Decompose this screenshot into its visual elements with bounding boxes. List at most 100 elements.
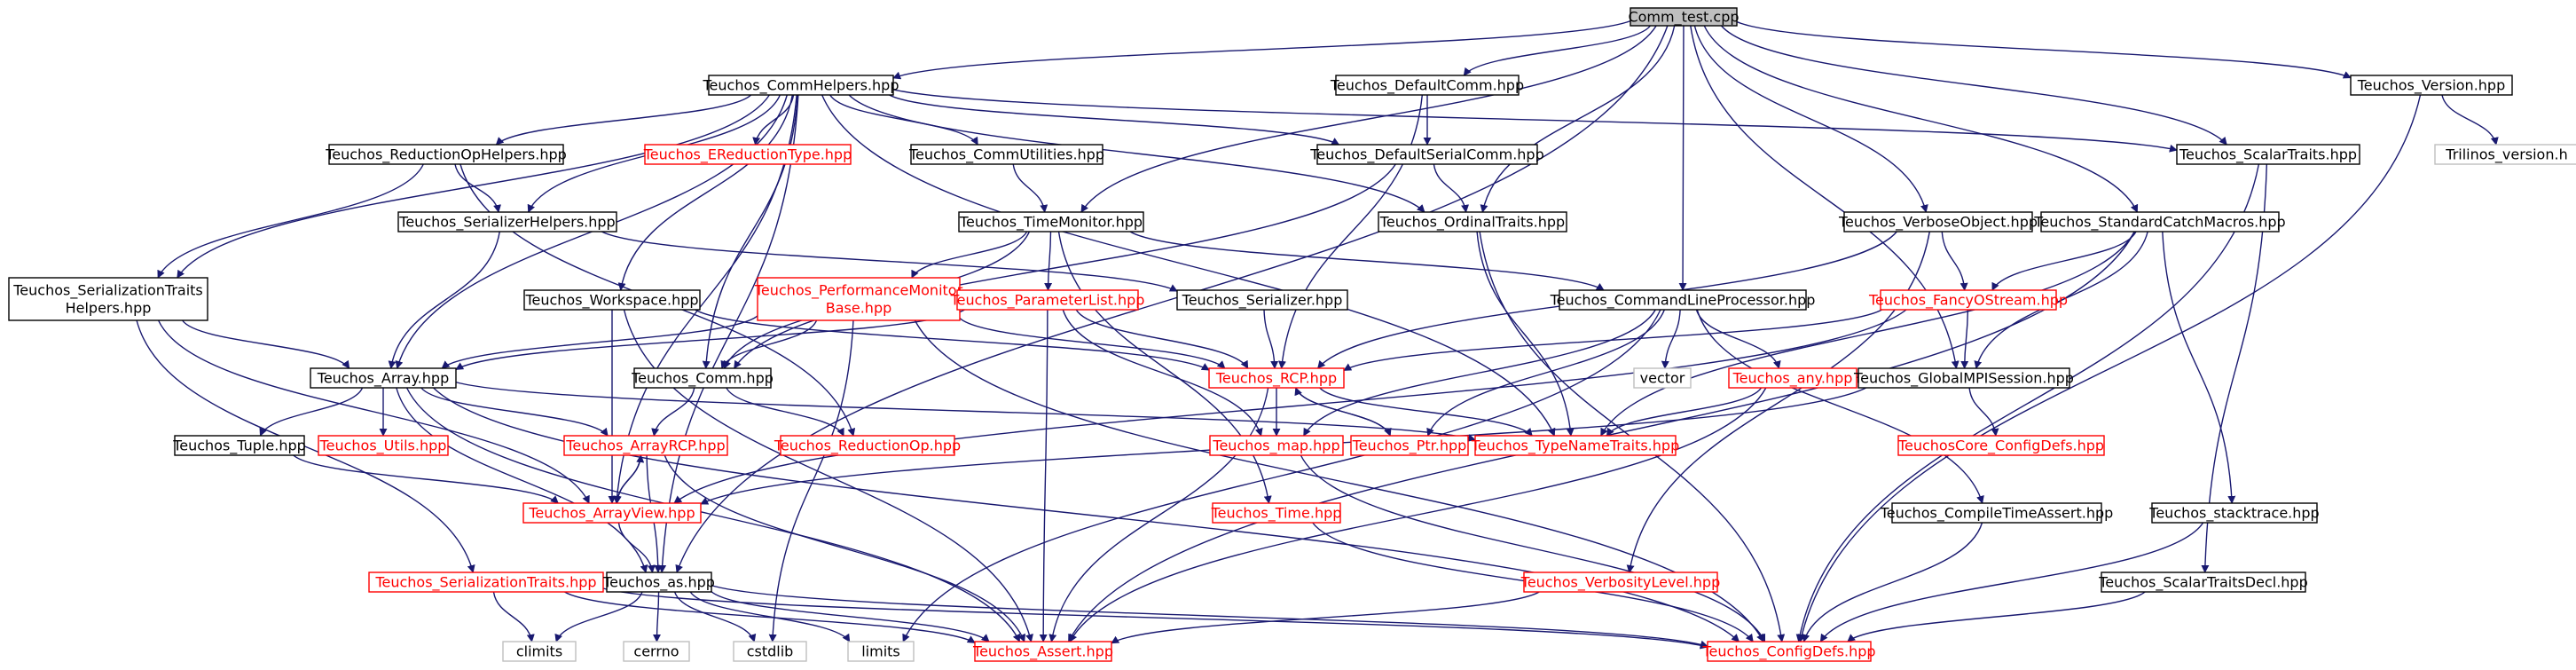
- edge-serializer-to-rcp: [1263, 309, 1279, 369]
- edge-timemonitor-to-time: [1057, 231, 1272, 504]
- node-serializerhelpers[interactable]: Teuchos_SerializerHelpers.hpp: [397, 211, 617, 233]
- node-comm_test[interactable]: Comm_test.cpp: [1628, 7, 1740, 27]
- node-commhelpers[interactable]: Teuchos_CommHelpers.hpp: [702, 75, 899, 96]
- node-standardcatchmacros[interactable]: Teuchos_StandardCatchMacros.hpp: [2033, 211, 2286, 233]
- node-label: Teuchos_ReductionOpHelpers.hpp: [325, 146, 567, 164]
- node-box: [757, 277, 961, 321]
- edge-parameterlist-to-assert: [1039, 309, 1048, 642]
- node-box: [502, 641, 577, 662]
- node-label: Teuchos_Workspace.hpp: [524, 292, 698, 310]
- edge-comm_test-to-timemonitor: [1080, 25, 1657, 213]
- node-serializationtraits[interactable]: Teuchos_SerializationTraits.hpp: [368, 571, 604, 593]
- node-assert[interactable]: Teuchos_Assert.hpp: [972, 641, 1113, 662]
- node-trilinos_version[interactable]: Trilinos_version.h: [2434, 144, 2576, 165]
- node-cerrno[interactable]: cerrno: [623, 641, 690, 662]
- node-label: limits: [861, 643, 900, 660]
- node-timemonitor[interactable]: Teuchos_TimeMonitor.hpp: [958, 211, 1144, 233]
- node-configdefs[interactable]: Teuchos_ConfigDefs.hpp: [1701, 641, 1876, 662]
- edge-tuple-to-arrayview: [293, 454, 559, 504]
- node-label: Teuchos_FancyOStream.hpp: [1868, 292, 2068, 310]
- node-climits[interactable]: climits: [502, 641, 577, 662]
- node-as[interactable]: Teuchos_as.hpp: [602, 571, 715, 593]
- edge-standardcatchmacros-to-fancyostream: [1991, 231, 2137, 291]
- node-typenametraits[interactable]: Teuchos_TypeNameTraits.hpp: [1471, 435, 1679, 456]
- edge-comm_test-to-verboseobject: [1693, 25, 1928, 213]
- node-reductionophelpers[interactable]: Teuchos_ReductionOpHelpers.hpp: [325, 144, 567, 165]
- node-ereductiontype[interactable]: Teuchos_EReductionType.hpp: [643, 144, 852, 165]
- node-box: [368, 571, 604, 593]
- node-defaultcomm[interactable]: Teuchos_DefaultComm.hpp: [1330, 75, 1524, 96]
- edge-compiletimeassert-to-configdefs: [1802, 522, 1983, 642]
- node-globalmpisession[interactable]: Teuchos_GlobalMPISession.hpp: [1853, 367, 2074, 389]
- node-label: Teuchos_Comm.hpp: [631, 370, 774, 388]
- node-tuple[interactable]: Teuchos_Tuple.hpp: [172, 435, 306, 456]
- node-label: Teuchos_as.hpp: [602, 574, 715, 592]
- node-fancyostream[interactable]: Teuchos_FancyOStream.hpp: [1868, 289, 2068, 311]
- edge-comm_test-to-commandlineprocessor: [1678, 25, 1687, 291]
- node-ordinaltraits[interactable]: Teuchos_OrdinalTraits.hpp: [1378, 211, 1567, 233]
- node-label: Teuchos_Array.hpp: [317, 370, 449, 388]
- node-scalartraits[interactable]: Teuchos_ScalarTraits.hpp: [2176, 144, 2360, 165]
- edge-scalartraits-to-scalartraitsdecl: [2201, 163, 2268, 573]
- node-serializer[interactable]: Teuchos_Serializer.hpp: [1176, 289, 1348, 311]
- node-box: [1208, 367, 1345, 389]
- node-box: [733, 641, 807, 662]
- node-label: Teuchos_Version.hpp: [2357, 77, 2505, 95]
- node-box: [958, 211, 1144, 233]
- node-label: Teuchos_EReductionType.hpp: [643, 146, 852, 164]
- node-utils[interactable]: Teuchos_Utils.hpp: [318, 435, 449, 456]
- node-commandlineprocessor[interactable]: Teuchos_CommandLineProcessor.hpp: [1550, 289, 1816, 311]
- node-verboseobject[interactable]: Teuchos_VerboseObject.hpp: [1838, 211, 2038, 233]
- edge-commandlineprocessor-to-limits: [902, 309, 1661, 642]
- node-box: [1523, 571, 1718, 593]
- node-version[interactable]: Teuchos_Version.hpp: [2350, 75, 2513, 96]
- node-cstdlib[interactable]: cstdlib: [733, 641, 807, 662]
- node-stacktrace[interactable]: Teuchos_stacktrace.hpp: [2148, 502, 2320, 524]
- edge-timemonitor-to-parameterlist: [1044, 231, 1053, 291]
- edge-comm_test-to-commhelpers: [892, 20, 1631, 80]
- node-time[interactable]: Teuchos_Time.hpp: [1211, 502, 1342, 524]
- node-box: [606, 571, 712, 593]
- node-any[interactable]: Teuchos_any.hpp: [1728, 367, 1857, 389]
- node-box: [522, 502, 702, 524]
- node-reductionop[interactable]: Teuchos_ReductionOp.hpp: [774, 435, 961, 456]
- node-comm[interactable]: Teuchos_Comm.hpp: [631, 367, 774, 389]
- node-box: [910, 144, 1103, 165]
- node-commutilities[interactable]: Teuchos_CommUtilities.hpp: [908, 144, 1104, 165]
- node-parameterlist[interactable]: Teuchos_ParameterList.hpp: [950, 289, 1145, 311]
- node-array[interactable]: Teuchos_Array.hpp: [310, 367, 457, 389]
- node-label: Teuchos_TimeMonitor.hpp: [959, 214, 1143, 232]
- node-box: [318, 435, 449, 456]
- edge-performancemonitorbase-to-cstdlib: [768, 319, 854, 642]
- node-workspace[interactable]: Teuchos_Workspace.hpp: [523, 289, 701, 311]
- node-map[interactable]: Teuchos_map.hpp: [1209, 435, 1344, 456]
- node-label: Teuchos_RCP.hpp: [1215, 370, 1337, 388]
- node-scalartraitsdecl[interactable]: Teuchos_ScalarTraitsDecl.hpp: [2098, 571, 2308, 593]
- edge-array-to-arrayrcp: [420, 387, 609, 437]
- edge-commutilities-to-timemonitor: [1012, 163, 1048, 213]
- edge-stacktrace-to-configdefs: [1819, 522, 2204, 642]
- node-label: Teuchos_ScalarTraits.hpp: [2179, 146, 2357, 164]
- edge-reductionophelpers-to-serializationtraitshelpers: [157, 163, 424, 279]
- node-arrayrcp[interactable]: Teuchos_ArrayRCP.hpp: [563, 435, 728, 456]
- node-vector[interactable]: vector: [1633, 367, 1692, 389]
- node-limits[interactable]: limits: [847, 641, 915, 662]
- node-rcp[interactable]: Teuchos_RCP.hpp: [1208, 367, 1345, 389]
- edge-commandlineprocessor-to-compiletimeassert: [1696, 309, 1984, 504]
- node-label: climits: [516, 643, 562, 660]
- node-label: TeuchosCore_ConfigDefs.hpp: [1897, 437, 2104, 455]
- node-box: [1474, 435, 1677, 456]
- node-ptr[interactable]: Teuchos_Ptr.hpp: [1350, 435, 1469, 456]
- node-compiletimeassert[interactable]: Teuchos_CompileTimeAssert.hpp: [1880, 502, 2114, 524]
- node-defaultserialcomm[interactable]: Teuchos_DefaultSerialComm.hpp: [1309, 144, 1544, 165]
- node-label: Teuchos_ArrayRCP.hpp: [565, 437, 725, 455]
- node-verbositylevel[interactable]: Teuchos_VerbosityLevel.hpp: [1520, 571, 1720, 593]
- node-box: [1350, 435, 1469, 456]
- node-box: [397, 211, 617, 233]
- node-label: Teuchos_Tuple.hpp: [172, 437, 306, 455]
- node-arrayview[interactable]: Teuchos_ArrayView.hpp: [522, 502, 702, 524]
- node-coreconfigdefs[interactable]: TeuchosCore_ConfigDefs.hpp: [1897, 435, 2105, 456]
- edge-as-to-climits: [554, 591, 643, 642]
